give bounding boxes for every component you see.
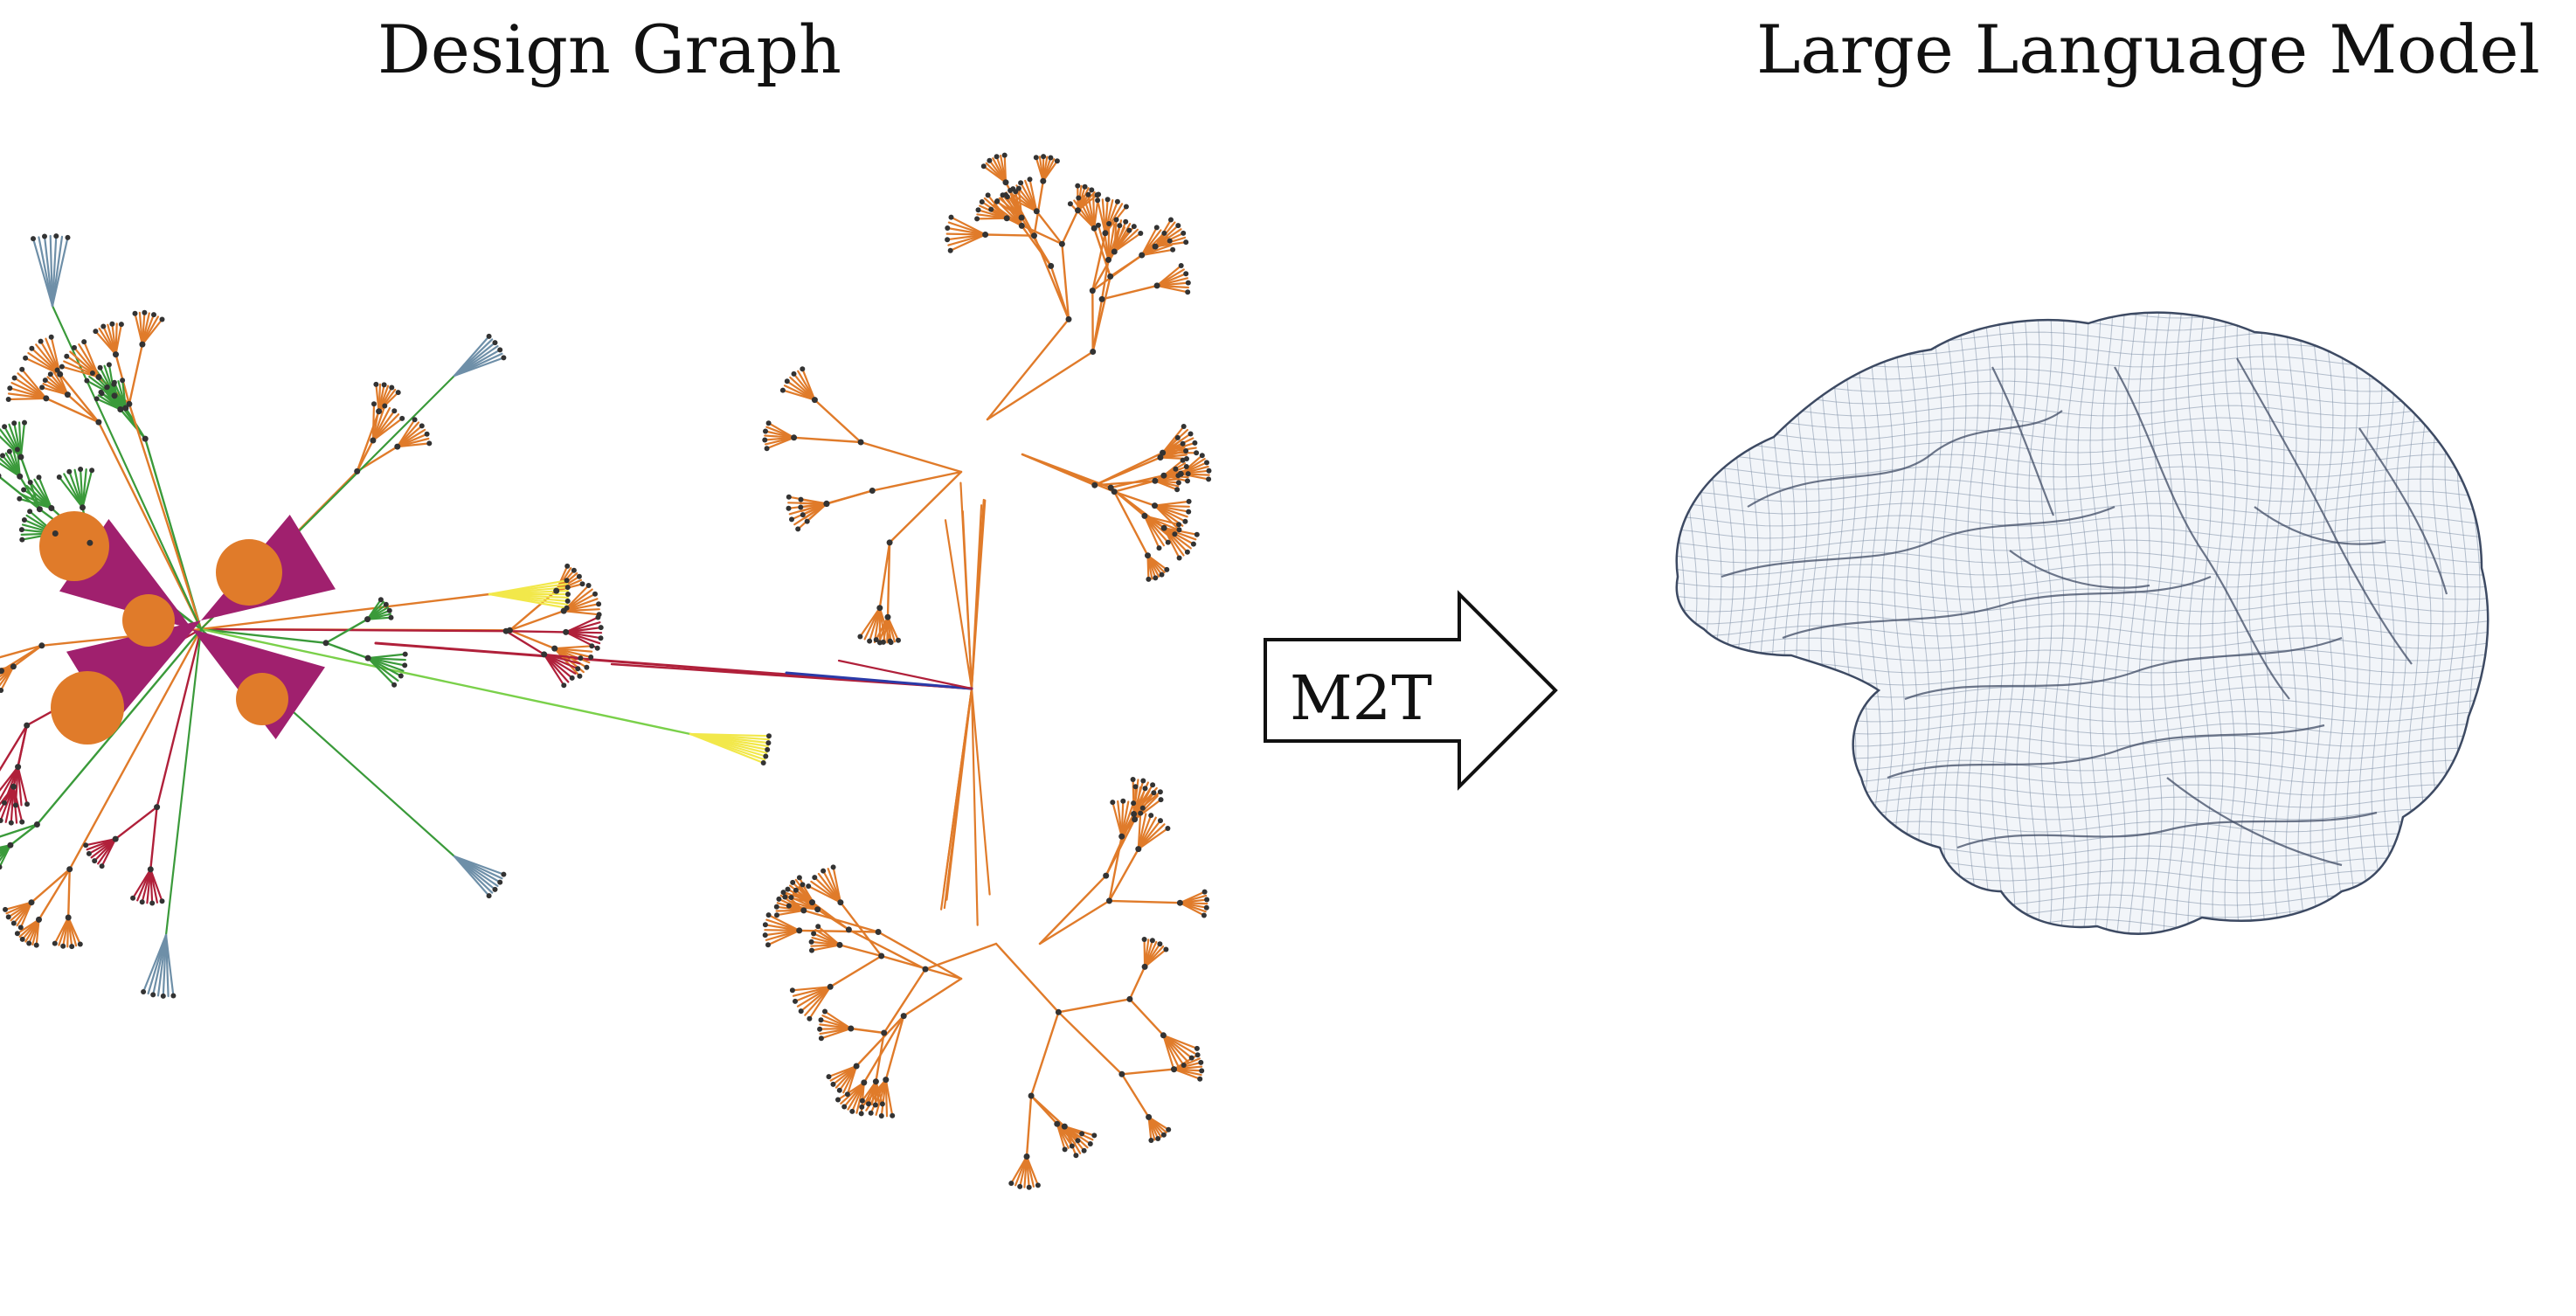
- graph-fans: [0, 154, 1210, 1188]
- network-graph-icon: [0, 152, 1212, 1190]
- right-arrow-icon: [1264, 590, 1558, 791]
- graph-nodes: [0, 152, 1212, 1190]
- brain-body: [1675, 311, 2489, 935]
- design-graph-title: Design Graph: [377, 10, 841, 88]
- m2t-label: M2T: [1290, 662, 1432, 734]
- llm-title: Large Language Model: [1756, 10, 2540, 88]
- brain-mesh-icon: [1675, 311, 2489, 935]
- graph-edges: [0, 179, 1182, 1158]
- brain-panel: [1643, 288, 2517, 1075]
- m2t-arrow: M2T: [1258, 585, 1573, 795]
- design-graph-panel: [0, 105, 1276, 1316]
